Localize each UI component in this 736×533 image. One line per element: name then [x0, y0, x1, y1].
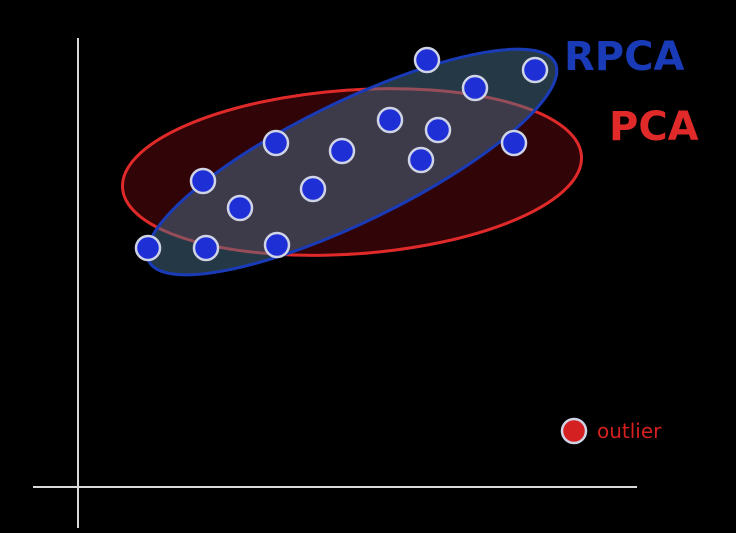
data-point — [407, 146, 435, 174]
data-point — [263, 231, 291, 259]
data-point — [226, 194, 254, 222]
outlier-label: outlier — [597, 419, 662, 443]
data-point — [189, 167, 217, 195]
data-point — [299, 175, 327, 203]
data-points — [134, 46, 549, 262]
data-point — [413, 46, 441, 74]
outlier-marker — [560, 417, 588, 445]
rpca-label: RPCA — [564, 34, 684, 80]
data-point — [521, 56, 549, 84]
data-point — [328, 137, 356, 165]
data-point — [424, 116, 452, 144]
data-point — [500, 129, 528, 157]
data-point — [192, 234, 220, 262]
data-point — [134, 234, 162, 262]
data-point — [262, 129, 290, 157]
pca-label: PCA — [609, 104, 699, 150]
data-point — [376, 106, 404, 134]
data-point — [461, 74, 489, 102]
